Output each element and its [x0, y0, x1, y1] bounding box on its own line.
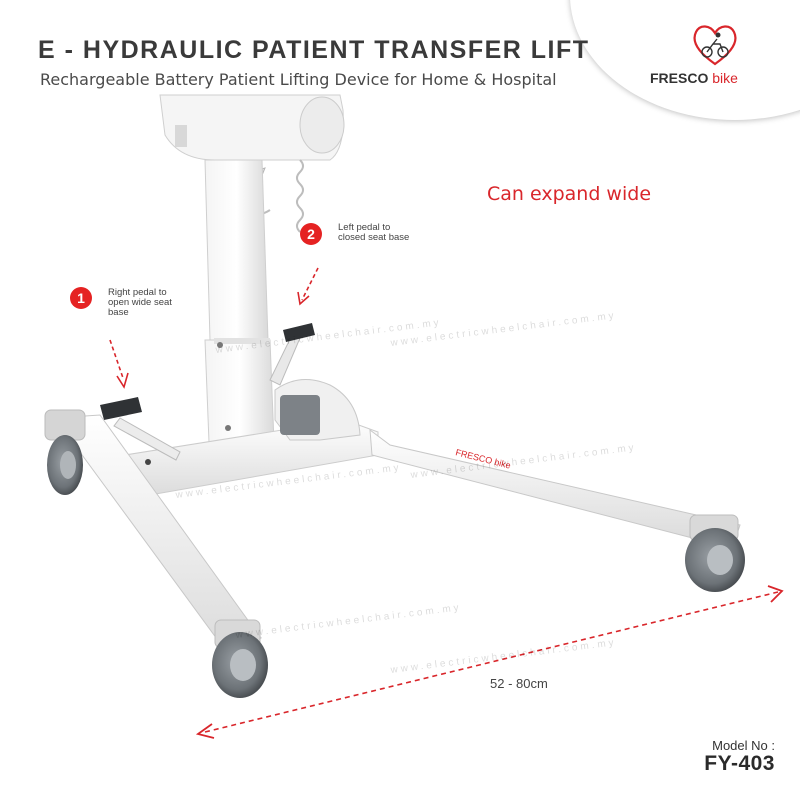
right-base-leg: FRESCO bike — [369, 428, 741, 541]
expand-callout: Can expand wide — [487, 183, 652, 205]
left-pedal — [269, 323, 315, 386]
motor-housing — [159, 94, 345, 161]
step-2-badge: 2 — [300, 223, 322, 245]
right-pedal — [100, 397, 181, 461]
brand-name-light: bike — [712, 70, 738, 86]
page-subtitle: Rechargeable Battery Patient Lifting Dev… — [40, 70, 557, 89]
brand-logo-text: FRESCO bike — [650, 70, 738, 86]
pedal-2-arrow — [297, 267, 319, 306]
step-1-note: Right pedal to open wide seat base — [108, 287, 172, 318]
model-number-label: Model No : — [712, 738, 775, 753]
brand-name-bold: FRESCO — [650, 70, 709, 86]
width-dimension-label: 52 - 80cm — [490, 676, 548, 691]
step-2-note: Left pedal to closed seat base — [338, 222, 410, 243]
step-1-badge: 1 — [70, 287, 92, 309]
heart-cyclist-logo-icon — [693, 25, 737, 66]
width-dimension-arrow — [195, 585, 784, 739]
page-title: E - HYDRAULIC PATIENT TRANSFER LIFT — [38, 36, 590, 64]
front-right-wheel — [685, 514, 745, 592]
model-number-value: FY-403 — [704, 752, 775, 775]
mast-column — [204, 159, 276, 469]
front-left-wheel — [212, 619, 268, 698]
pedal-1-arrow — [109, 339, 129, 389]
rear-left-wheel — [44, 409, 86, 495]
pump-housing — [274, 379, 361, 441]
